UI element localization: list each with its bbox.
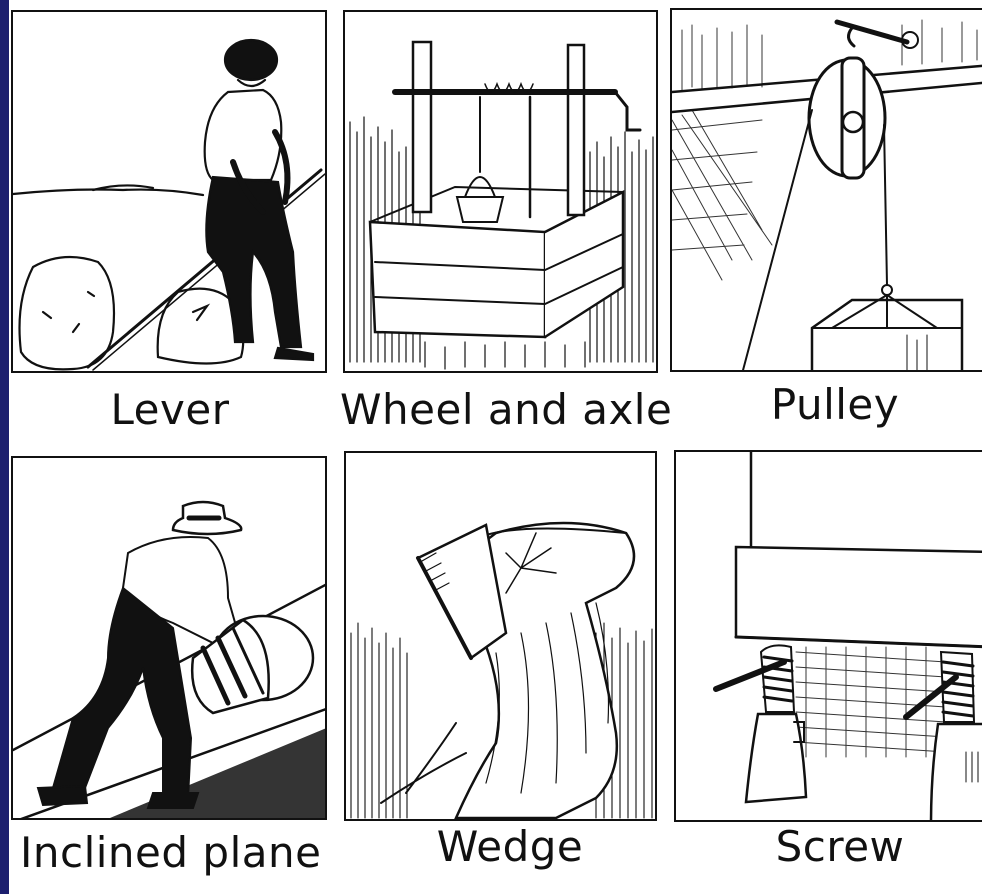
wedge-illustration-panel bbox=[344, 451, 657, 821]
wheel-and-axle-illustration-panel bbox=[343, 10, 658, 373]
inclined-plane-illustration-panel bbox=[11, 456, 327, 820]
pulley-illustration-panel bbox=[670, 8, 982, 372]
inclined-plane-illustration bbox=[13, 458, 327, 820]
caption-pulley: Pulley bbox=[735, 380, 935, 429]
caption-wedge: Wedge bbox=[410, 822, 610, 871]
pulley-illustration bbox=[672, 10, 982, 372]
caption-screw: Screw bbox=[740, 822, 940, 871]
caption-wheel-and-axle: Wheel and axle bbox=[340, 385, 660, 434]
lever-illustration bbox=[13, 12, 327, 373]
caption-lever: Lever bbox=[70, 385, 270, 434]
screw-jack-illustration-panel bbox=[674, 450, 982, 822]
wheel-and-axle-illustration bbox=[345, 12, 658, 373]
caption-inclined-plane: Inclined plane bbox=[20, 828, 320, 877]
wedge-illustration bbox=[346, 453, 657, 821]
left-border-strip bbox=[0, 0, 9, 894]
screw-jack-illustration bbox=[676, 452, 982, 822]
lever-illustration-panel bbox=[11, 10, 327, 373]
